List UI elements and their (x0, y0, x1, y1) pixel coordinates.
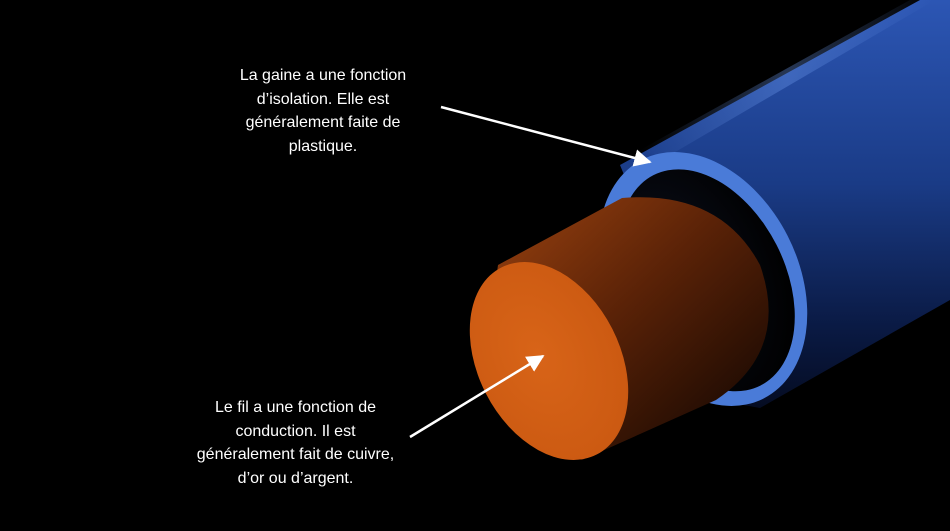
sheath-highlight (640, 0, 935, 158)
wire-callout: Le fil a une fonction de conduction. Il … (178, 396, 413, 490)
sheath-callout-line: La gaine a une fonction (239, 67, 407, 84)
wire-callout-line: d’or ou d’argent. (237, 469, 354, 487)
sheath-callout-line: plastique. (288, 137, 358, 155)
wire-callout-line: conduction. Il est (235, 422, 356, 440)
wire-callout-line: Le fil a une fonction de (214, 399, 376, 416)
sheath-pointer-arrow (440, 105, 652, 167)
sheath-callout-line: d’isolation. Elle est (256, 90, 390, 108)
wire-callout-line: généralement fait de cuivre, (196, 446, 395, 463)
wire-pointer-arrow (409, 354, 545, 439)
conductor-face (469, 262, 629, 460)
sheath-callout-line: généralement faite de (245, 114, 401, 131)
sheath-callout: La gaine a une fonction d’isolation. Ell… (223, 64, 423, 158)
